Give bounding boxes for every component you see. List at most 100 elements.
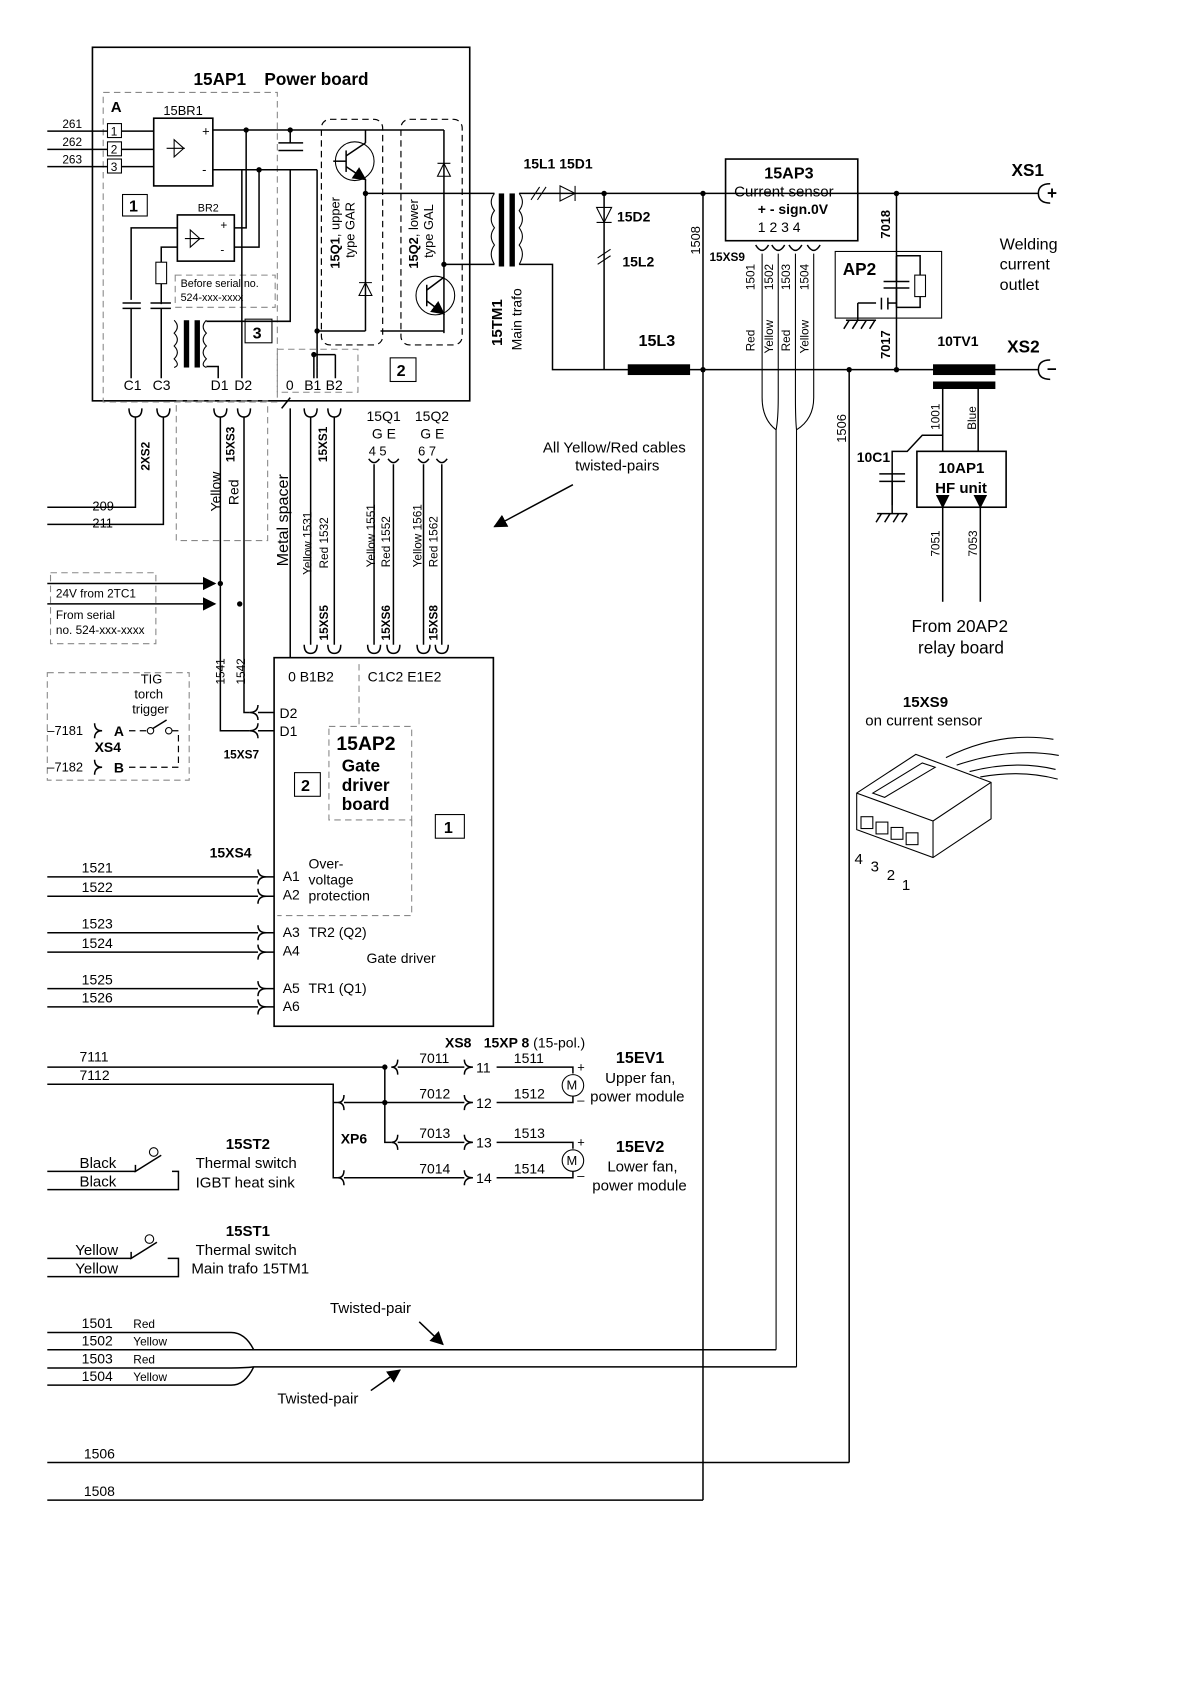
ev1-line2: power module (590, 1088, 684, 1105)
wire-211-label: 211 (92, 516, 113, 531)
wire-7012-label: 7012 (419, 1085, 450, 1101)
thermal-switches: 15ST2 Thermal switch IGBT heat sink Blac… (47, 1136, 309, 1277)
wire-1526-label: 1526 (82, 990, 113, 1006)
st2-wire-2: Black (80, 1173, 117, 1190)
xs1-label: XS1 (1011, 160, 1044, 180)
bottom-wire-1503: 1503 (82, 1351, 113, 1367)
xs1-connector-label: 15XS1 (316, 426, 330, 462)
q2-ge-label: G E (420, 425, 444, 441)
twisted-pair-top: Twisted-pair (330, 1300, 411, 1317)
rectifier-br2-label: BR2 (198, 203, 219, 215)
pin-11-label: 11 (476, 1059, 491, 1075)
wire-7013-label: 7013 (419, 1125, 450, 1141)
tig-pin-b: B (114, 760, 124, 776)
gate-pin-d1: D1 (279, 723, 297, 739)
gate-pin-a5: A5 (283, 980, 300, 996)
pin-d2: D2 (234, 377, 252, 393)
svg-text:-: - (220, 243, 224, 257)
tig-line1: TIG (141, 671, 162, 686)
svg-text:-: - (202, 162, 206, 177)
bottom-wire-1504: 1504 (82, 1368, 113, 1384)
pin-13-label: 13 (476, 1135, 492, 1151)
ev2-line2: power module (592, 1178, 686, 1195)
wire-1511-label: 1511 (514, 1050, 544, 1066)
wire-7182-label: –7182 (47, 760, 83, 775)
input-pin-2: 2 (111, 143, 118, 157)
serial-note-line1: Before serial no. (181, 278, 259, 290)
serial-note-line2: 524-xxx-xxxx (181, 292, 244, 304)
gate-pin-a6: A6 (283, 998, 300, 1014)
bottom-color-3: Red (133, 1353, 155, 1367)
q2-id: 15Q2 (406, 237, 421, 268)
wire-1521-label: 1521 (82, 860, 113, 876)
xs4-tig-label: XS4 (95, 739, 122, 755)
gate-box-1-label: 1 (444, 819, 453, 837)
gate-driver-board: 0 B1B2 C1C2 E1E2 D2 D1 15AP2 Gate driver… (47, 656, 495, 1028)
st2-line2: IGBT heat sink (196, 1174, 296, 1191)
q1-pins-label: 4 5 (369, 444, 387, 459)
connector-pin-4: 4 (855, 851, 863, 868)
q2-top-label: 15Q2 (415, 408, 449, 424)
pin-0: 0 (286, 377, 294, 393)
input-wire-262: 262 (62, 135, 82, 149)
q1-id: 15Q1 (328, 237, 343, 268)
xs5-label: 15XS5 (317, 605, 331, 641)
overvoltage-line1: Over- (308, 855, 343, 871)
cs-color-2: Yellow (762, 319, 776, 353)
gate-board-line2: driver (342, 775, 390, 795)
wire-209-label: 209 (92, 498, 113, 513)
wire-7011-label: 7011 (419, 1050, 449, 1066)
q1-text-1: , upper (328, 196, 343, 237)
xp8-label: 15XP 8 (484, 1035, 530, 1051)
wire-red-1552: Red 1552 (379, 516, 393, 567)
wire-7017-label: 7017 (878, 330, 893, 359)
bottom-wire-1508: 1508 (84, 1483, 115, 1499)
q1-text-2: type GAR (343, 202, 358, 258)
pin-c3: C3 (153, 377, 171, 393)
gate-pin-d2: D2 (279, 705, 297, 721)
upper-fan-m: M (566, 1078, 577, 1093)
upper-fan-plus: + (577, 1059, 585, 1074)
q2-text-2: type GAL (421, 204, 436, 258)
xs6-label: 15XS6 (379, 605, 393, 641)
xs2-sign: – (1047, 358, 1057, 378)
connector-pin-1: 1 (902, 877, 910, 894)
wire-7053-label: 7053 (966, 530, 980, 557)
bottom-wire-1502: 1502 (82, 1332, 113, 1348)
connector-view-text: on current sensor (865, 712, 982, 729)
connector-pin-3: 3 (871, 859, 879, 876)
gate-pin-a3: A3 (283, 924, 300, 940)
wire-1523-label: 1523 (82, 915, 113, 931)
st2-wire-1: Black (80, 1155, 117, 1172)
upper-fan-motor (561, 1074, 585, 1097)
bottom-wire-1501: 1501 (82, 1315, 113, 1331)
cs-wire-1501: 1501 (744, 264, 758, 290)
st2-label: 15ST2 (226, 1136, 270, 1153)
input-wire-263: 263 (62, 152, 82, 166)
cs-color-3: Red (779, 330, 793, 352)
q1-ge-label: G E (372, 425, 396, 441)
xs3-connector-label: 15XS3 (223, 426, 237, 462)
svg-text:15Q2, lower: 15Q2, lower (406, 199, 421, 269)
cables: 2XS2 15XS3 15XS1 209 211 Yellow Red Meta… (47, 397, 686, 658)
connector-view-id: 15XS9 (903, 694, 948, 711)
wire-yellow-1551: Yellow 1551 (364, 504, 378, 567)
current-sensor: 15AP3 Current sensor + - sign.0V 1 2 3 4… (709, 158, 859, 1367)
svg-text:+: + (220, 218, 227, 232)
tig-line2: torch (134, 687, 163, 702)
upper-fan-minus: – (577, 1093, 585, 1108)
supply-from-line1: From serial (56, 608, 115, 622)
bottom-wires: Twisted-pair 1501 1502 1503 1504 Red Yel… (47, 1300, 850, 1501)
xs8-fan-label: XS8 (445, 1035, 472, 1051)
tig-trigger: TIG torch trigger –7181 –7182 A B XS4 (46, 671, 190, 781)
wire-red-1562: Red 1562 (426, 516, 440, 567)
wire-yellow-1531: Yellow 1531 (301, 512, 315, 575)
gate-top-pins-1: 0 B1B2 (288, 668, 334, 684)
connector-pin-2: 2 (887, 867, 895, 884)
cable-yellow-label: Yellow (207, 471, 223, 512)
connector-view: 15XS9 on current sensor 4 3 2 1 (855, 694, 1059, 894)
wire-1513-label: 1513 (514, 1125, 545, 1141)
c10-label: 10C1 (857, 449, 891, 465)
main-transformer: 15TM1 Main trafo (489, 193, 524, 350)
